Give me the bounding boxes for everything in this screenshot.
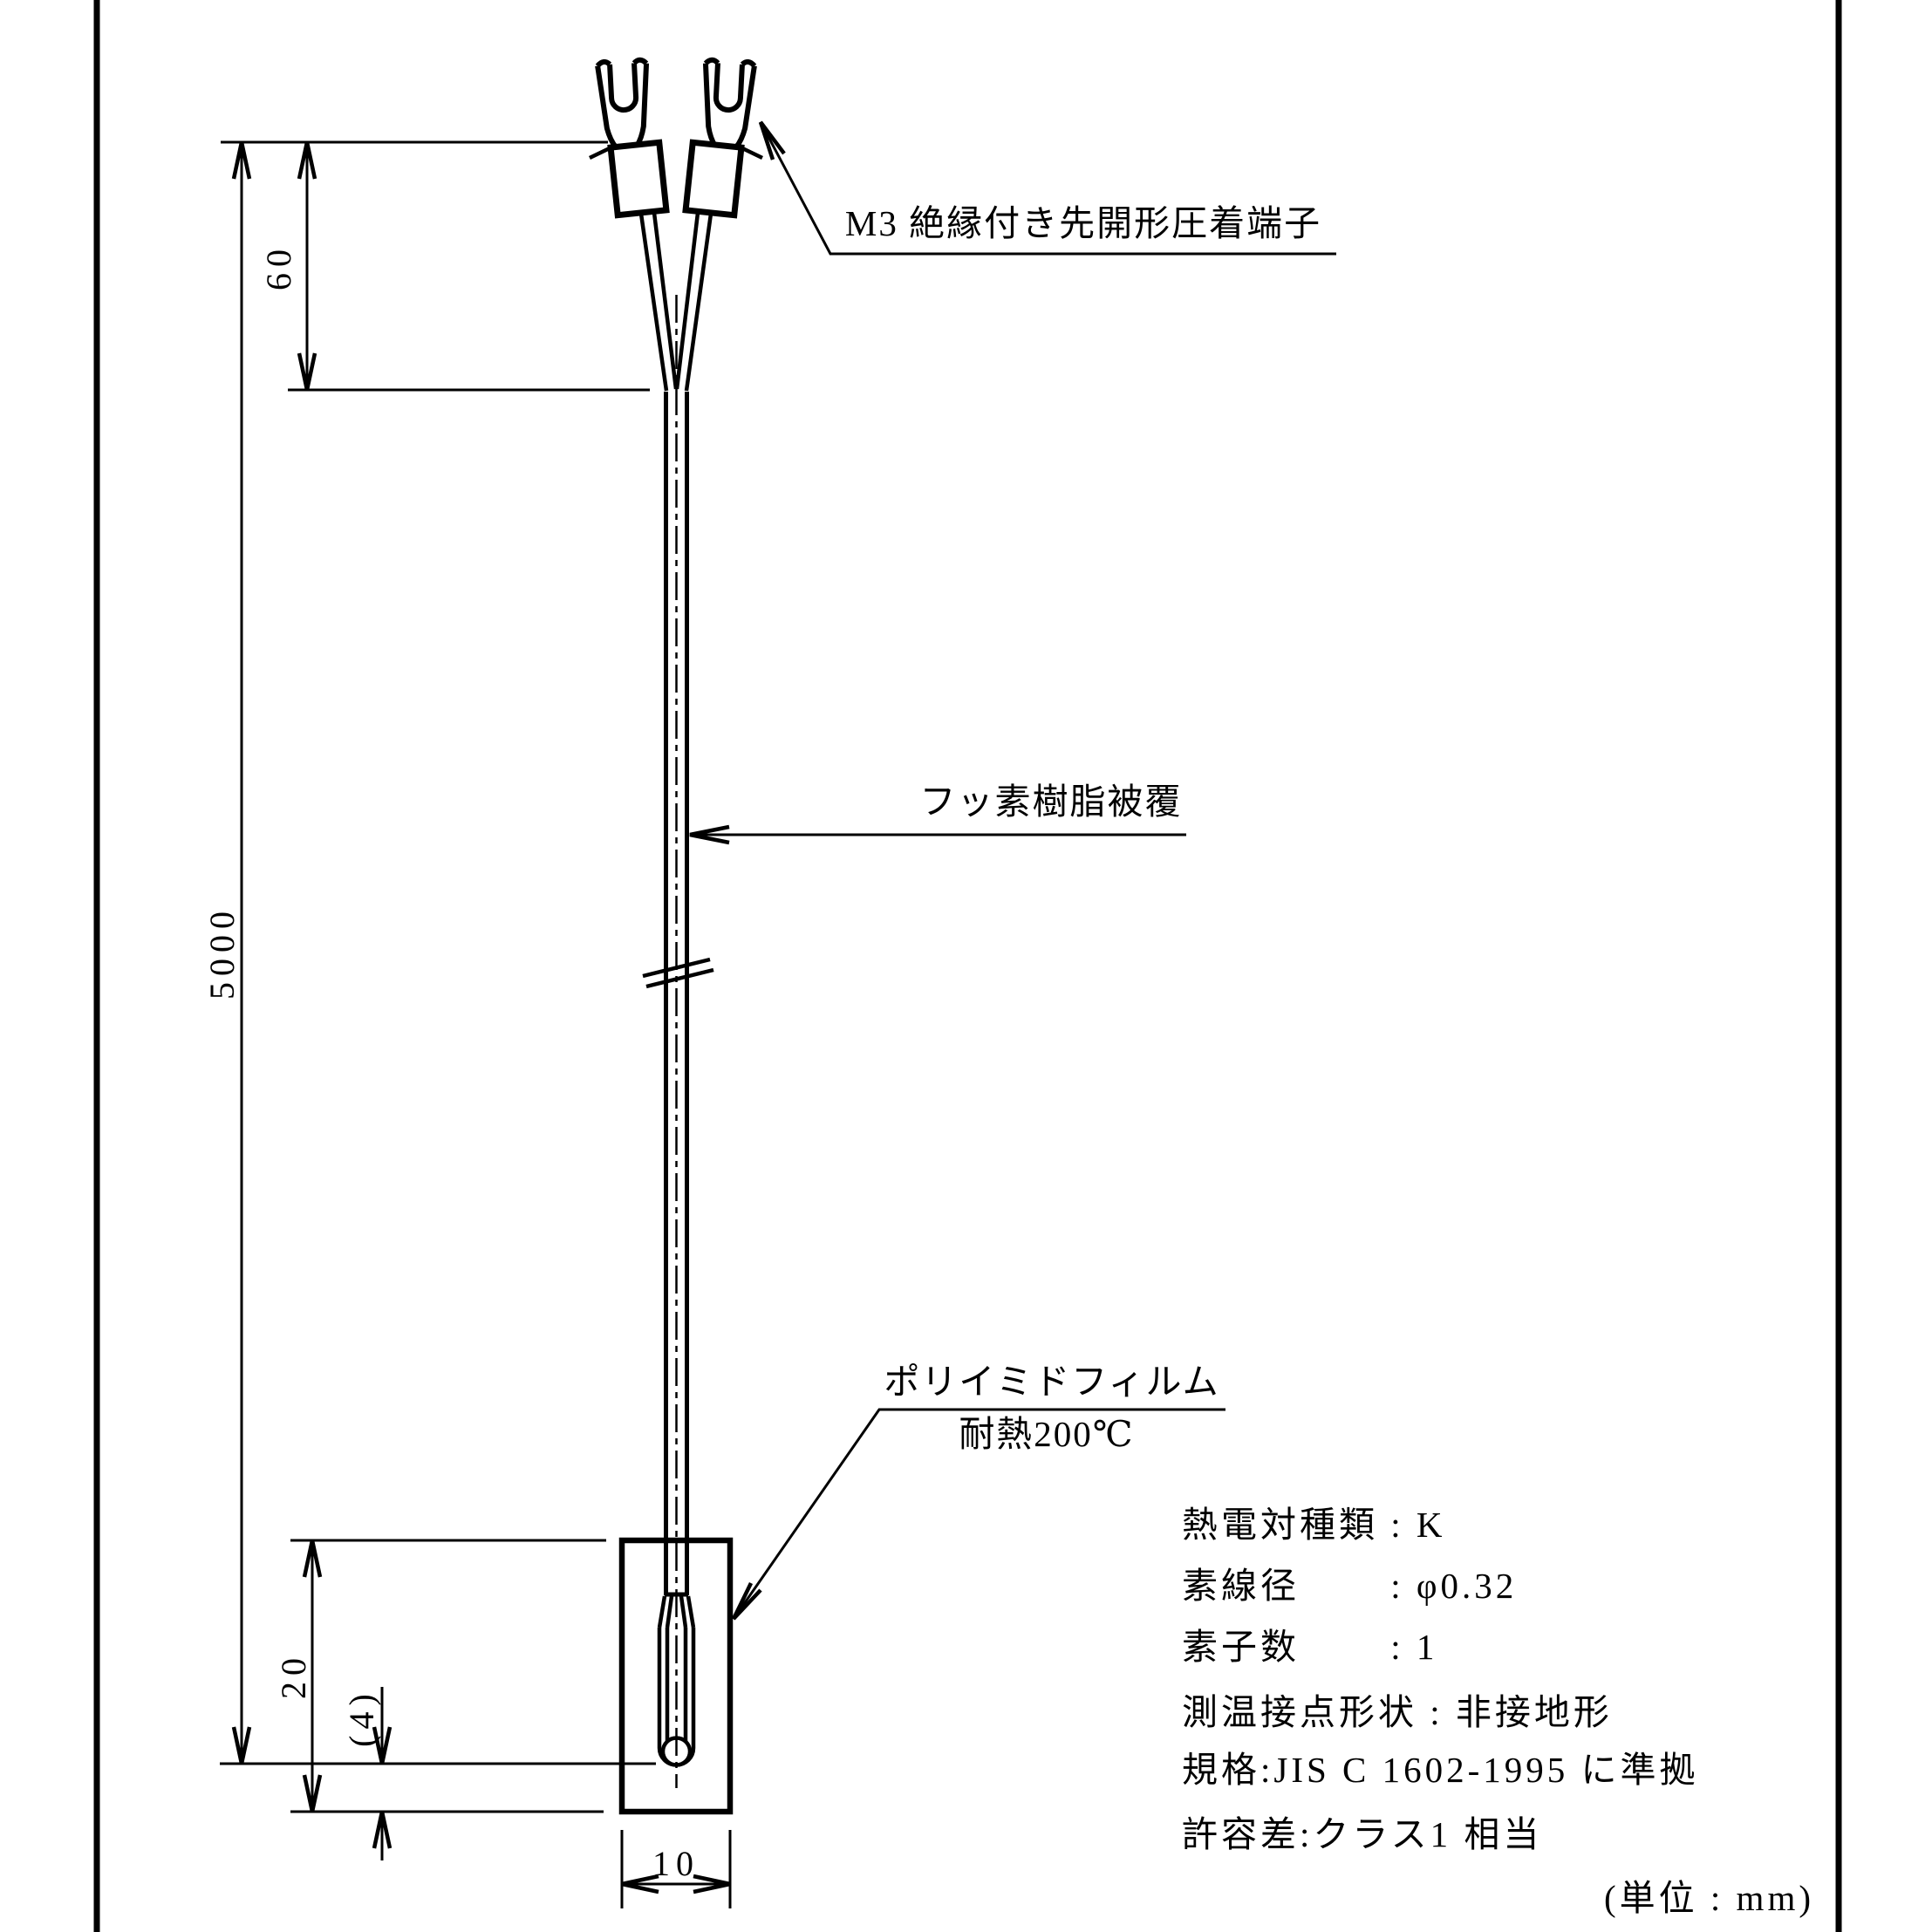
sheath-leader-arrow bbox=[689, 824, 730, 845]
sheath-label: フッ素樹脂被覆 bbox=[920, 782, 1183, 822]
spec-line-junction: 測温接点形状 : 非接地形 bbox=[1182, 1692, 1613, 1732]
sheath-leader bbox=[689, 824, 1186, 845]
fork-terminal-right bbox=[702, 57, 757, 149]
cable-break-mark bbox=[642, 957, 714, 989]
dim-film-length-text: 20 bbox=[274, 1652, 313, 1699]
spec-line-elements: 素子数 : 1 bbox=[1182, 1627, 1437, 1667]
junction-bead bbox=[660, 1736, 693, 1767]
unit-note: (単位 : mm) bbox=[1604, 1878, 1814, 1918]
drawing-frame bbox=[93, 0, 1842, 1932]
dimension-extension-lines bbox=[220, 140, 732, 1908]
crimp-sleeve-left bbox=[607, 139, 670, 219]
dim-film-width-text: 10 bbox=[652, 1844, 700, 1883]
spec-line-standard: 規格:JIS C 1602-1995 に準拠 bbox=[1182, 1750, 1699, 1790]
film-leader-arrow bbox=[731, 1582, 762, 1621]
dimension-arrowheads bbox=[231, 141, 731, 1894]
terminal-leader-arrow bbox=[758, 120, 786, 160]
polyimide-film-outline bbox=[618, 1537, 734, 1815]
sleeve-crimp-ticks bbox=[589, 144, 763, 160]
lead-wires bbox=[638, 212, 713, 392]
crimp-sleeve-right bbox=[682, 139, 745, 219]
film-leader bbox=[731, 1408, 1225, 1621]
terminal-label: M3 絶縁付き先開形圧着端子 bbox=[845, 203, 1321, 243]
spec-line-type: 熱電対種類 : K bbox=[1182, 1505, 1446, 1545]
spec-line-wire-diameter: 素線径 : φ0.32 bbox=[1182, 1566, 1517, 1606]
terminal-leader bbox=[758, 120, 1336, 256]
dim-tip-inset-text: (4) bbox=[342, 1688, 381, 1747]
dim-total-length-text: 5000 bbox=[202, 905, 242, 1000]
film-label-line1: ポリイミドフィルム bbox=[884, 1362, 1219, 1402]
junction-tip bbox=[657, 1595, 696, 1767]
cable-outline bbox=[664, 392, 689, 1595]
dim-lead-length-text: 60 bbox=[259, 243, 298, 290]
film-label-line2: 耐熱200℃ bbox=[959, 1414, 1134, 1454]
spec-block: 熱電対種類 : K 素線径 : φ0.32 素子数 : 1 測温接点形状 : 非… bbox=[1182, 1505, 1814, 1918]
fork-terminal-left bbox=[595, 57, 650, 149]
spec-line-tolerance: 許容差:クラス1 相当 bbox=[1182, 1814, 1542, 1854]
